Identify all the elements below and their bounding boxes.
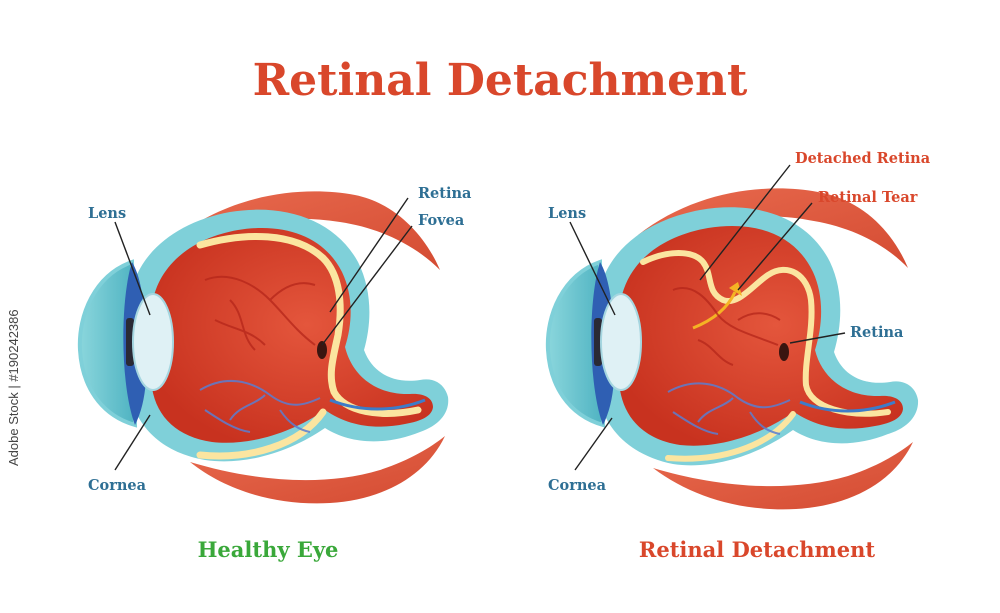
page-title: Retinal Detachment [253,55,748,106]
detached-retina-layer [640,250,891,417]
label-retina: Retina [418,185,472,202]
label-lens: Lens [548,205,586,222]
blood-vessels [672,287,781,366]
fovea-leader-line [321,225,413,346]
retina-layer-lower [196,408,327,460]
lens-leader-line [569,221,616,316]
detached-eye-labels: Lens Cornea Detached Retina Retinal Tear… [548,150,931,494]
healthy-eye-labels: Lens Cornea Retina Fovea [88,185,472,494]
lower-muscle [190,436,445,504]
healthy-eye-illustration [77,191,449,504]
optic-nerve [329,398,426,411]
cornea [545,259,606,428]
retina-leader-line [789,332,846,344]
stock-id-text: Adobe Stock | #190242386 [6,309,21,466]
eye-interior [152,227,433,443]
fovea-spot [779,343,789,361]
label-retinal-tear: Retinal Tear [818,189,918,206]
upper-muscle [638,188,908,268]
cornea-leader-line [574,417,613,471]
label-lens: Lens [88,205,126,222]
lens-leader-line [114,221,151,316]
cornea [77,259,138,428]
lens [132,293,174,391]
label-retina: Retina [850,324,904,341]
lower-muscle [653,442,913,510]
detached-eye-illustration [545,188,919,510]
veins [199,379,321,433]
caption-healthy-eye: Healthy Eye [198,537,339,562]
pupil [126,318,134,366]
tear-arrow-head [729,282,742,296]
caption-retinal-detachment: Retinal Detachment [639,537,875,562]
label-cornea: Cornea [548,477,607,494]
veins [667,382,791,435]
detached-retina-leader-line [699,164,791,281]
eye-interior [620,225,903,446]
blood-vessels [204,275,316,351]
optic-nerve [799,400,896,413]
retinal-tear-leader-line [737,202,813,291]
retina-layer-lower [665,411,796,462]
pupil [594,318,602,366]
cornea-leader-line [114,414,151,471]
retina-leader-line [329,197,409,313]
fovea-spot [317,341,327,359]
lens [600,293,642,391]
label-fovea: Fovea [418,212,465,229]
tear-arrow-line [692,291,737,330]
label-cornea: Cornea [88,477,147,494]
label-detached-retina: Detached Retina [795,150,931,167]
